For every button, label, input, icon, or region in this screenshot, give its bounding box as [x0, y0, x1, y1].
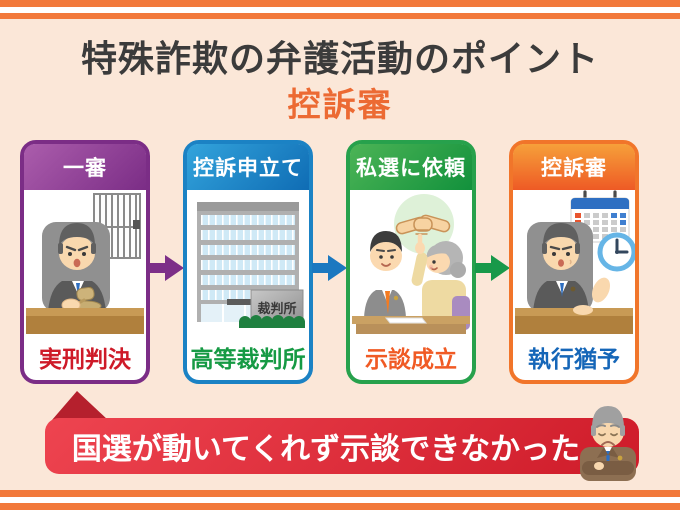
judge-with-calendar-clock-icon [513, 190, 635, 334]
failure-note-banner: 国選が動いてくれず示談できなかった [45, 418, 639, 474]
step-result-first-trial: 実刑判決 [39, 346, 131, 372]
page-title: 特殊詐欺の弁護活動のポイント [80, 38, 599, 79]
bottom-border-decoration [0, 490, 680, 510]
lawyer-client-handshake-icon [350, 190, 472, 334]
step-result-private-counsel: 示談成立 [365, 346, 457, 372]
step-result-appeal-filing: 高等裁判所 [190, 346, 306, 372]
step-header-appeal-trial: 控訴審 [513, 144, 635, 190]
worried-lawyer-icon [580, 406, 636, 481]
courthouse-sign: 裁判所 [257, 301, 296, 316]
speech-bubble-tail [52, 391, 108, 420]
judge-with-jail-bars-icon [24, 190, 146, 334]
step-header-first-trial: 一審 [24, 144, 146, 190]
step-card-first-trial: 一審 [20, 140, 150, 384]
step-card-private-counsel: 私選に依頼 [346, 140, 476, 384]
right-arrow-icon [312, 255, 347, 281]
step-card-appeal-trial: 控訴審 [509, 140, 639, 384]
step-header-private-counsel: 私選に依頼 [350, 144, 472, 190]
right-arrow-icon [475, 255, 510, 281]
page-subtitle: 控訴審 [287, 86, 393, 123]
high-court-building-icon: 裁判所 [187, 190, 309, 334]
step-header-appeal-filing: 控訴申立て [187, 144, 309, 190]
top-border-decoration [0, 0, 680, 19]
right-arrow-icon [149, 255, 184, 281]
step-card-appeal-filing: 控訴申立て [183, 140, 313, 384]
step-result-appeal-trial: 執行猶予 [528, 346, 620, 372]
failure-note-text: 国選が動いてくれず示談できなかった [71, 433, 581, 466]
